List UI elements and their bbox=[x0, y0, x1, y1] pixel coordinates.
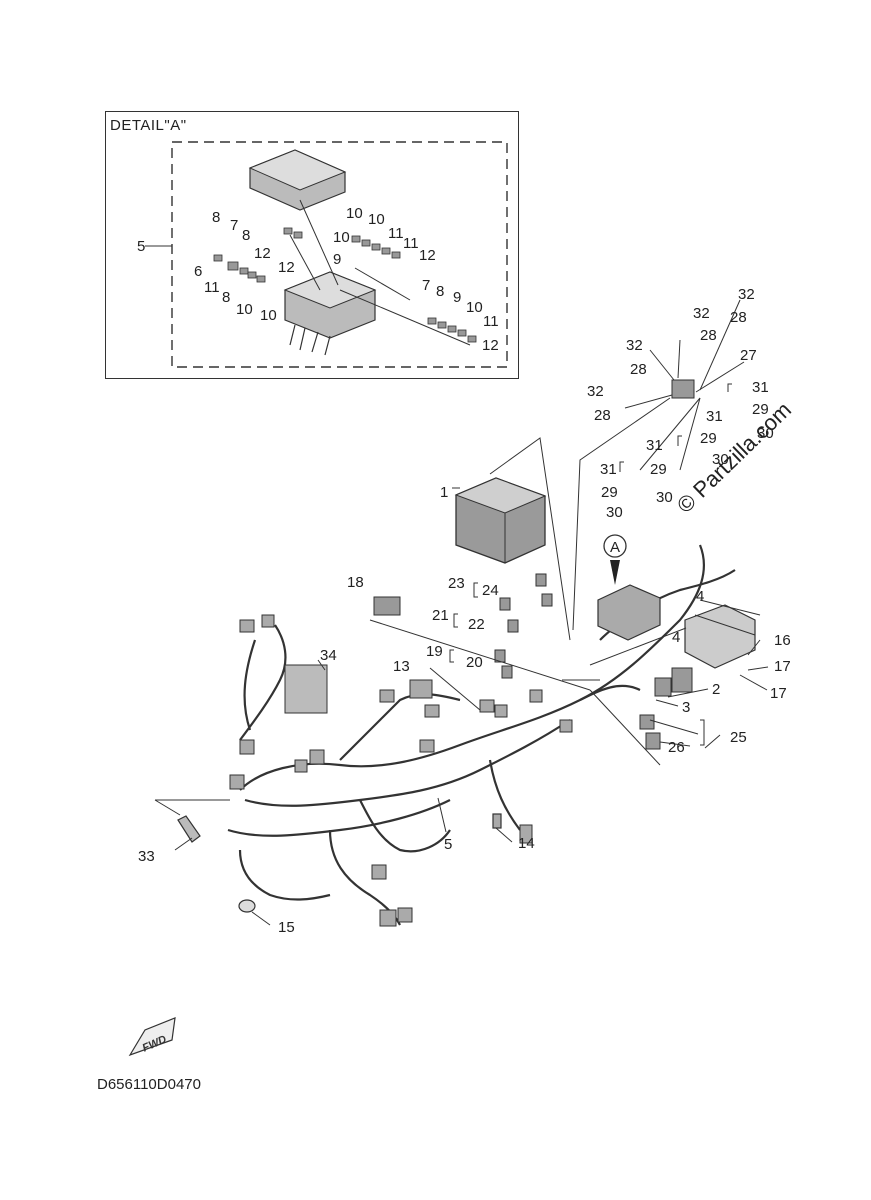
callout-label: 23 bbox=[448, 575, 465, 592]
callout-label: 5 bbox=[137, 238, 145, 255]
callout-label: 18 bbox=[347, 574, 364, 591]
callout-label: 33 bbox=[138, 848, 155, 865]
detail-a-title: DETAIL"A" bbox=[110, 117, 187, 134]
callout-label: 1 bbox=[440, 484, 448, 501]
callout-label: 28 bbox=[700, 327, 717, 344]
callout-label: 32 bbox=[693, 305, 710, 322]
callout-label: 28 bbox=[594, 407, 611, 424]
callout-label: 4 bbox=[672, 629, 680, 646]
callout-label: 30 bbox=[656, 489, 673, 506]
fuse-group-right bbox=[427, 317, 477, 343]
callout-label: 6 bbox=[194, 263, 202, 280]
detail-a-leader-lines bbox=[145, 199, 471, 346]
battery-drawing bbox=[454, 477, 547, 564]
callout-label: 34 bbox=[320, 647, 337, 664]
callout-label: 5 bbox=[444, 836, 452, 853]
callout-label: 16 bbox=[774, 632, 791, 649]
callout-label: 9 bbox=[453, 289, 461, 306]
misc-parts bbox=[128, 813, 502, 1057]
callout-label: 32 bbox=[587, 383, 604, 400]
callout-label: 8 bbox=[222, 289, 230, 306]
callout-label: 10 bbox=[346, 205, 363, 222]
ecu-drawing bbox=[684, 604, 756, 669]
callout-label: 7 bbox=[422, 277, 430, 294]
detail-a-marker-circle bbox=[603, 534, 627, 558]
callout-label: 26 bbox=[668, 739, 685, 756]
callout-label: 8 bbox=[436, 283, 444, 300]
bracket-marks bbox=[449, 383, 732, 746]
detail-a-dashed-frame bbox=[171, 141, 508, 368]
detail-a-marker-label: A bbox=[610, 539, 620, 556]
harness-connectors bbox=[229, 614, 573, 927]
callout-label: 30 bbox=[712, 451, 729, 468]
callout-label: 17 bbox=[770, 685, 787, 702]
callout-label: 2 bbox=[712, 681, 720, 698]
callout-label: 31 bbox=[600, 461, 617, 478]
callout-label: 28 bbox=[730, 309, 747, 326]
callout-label: 31 bbox=[752, 379, 769, 396]
callout-label: 25 bbox=[730, 729, 747, 746]
callout-label: 12 bbox=[419, 247, 436, 264]
callout-label: 11 bbox=[403, 235, 419, 252]
callout-label: 17 bbox=[774, 658, 791, 675]
callout-label: 12 bbox=[278, 259, 295, 276]
callout-label: 32 bbox=[738, 286, 755, 303]
diagram-code: D656110D0470 bbox=[97, 1076, 201, 1093]
callout-label: 8 bbox=[212, 209, 220, 226]
callout-label: 10 bbox=[466, 299, 483, 316]
callout-label: 10 bbox=[260, 307, 277, 324]
detail-a-arrow bbox=[610, 560, 620, 585]
callout-label: 10 bbox=[333, 229, 350, 246]
callout-label: 11 bbox=[204, 279, 220, 296]
callout-label: 12 bbox=[482, 337, 499, 354]
callout-label: 24 bbox=[482, 582, 499, 599]
callout-label: 11 bbox=[388, 225, 404, 242]
callout-label: 15 bbox=[278, 919, 295, 936]
fuse-box-lid-drawing bbox=[248, 149, 347, 211]
detail-a-frame bbox=[105, 111, 519, 379]
callout-label: 8 bbox=[242, 227, 250, 244]
callout-label: 29 bbox=[601, 484, 618, 501]
callout-label: 12 bbox=[254, 245, 271, 262]
callout-label: 29 bbox=[752, 401, 769, 418]
callout-label: 7 bbox=[230, 217, 238, 234]
callout-label: 9 bbox=[333, 251, 341, 268]
callout-label: 19 bbox=[426, 643, 443, 660]
callout-label: 14 bbox=[518, 835, 535, 852]
callout-label: 29 bbox=[650, 461, 667, 478]
callout-label: 31 bbox=[646, 437, 663, 454]
callout-label: 11 bbox=[483, 313, 499, 330]
callout-label: 20 bbox=[466, 654, 483, 671]
fuse-group-middle bbox=[351, 235, 401, 259]
callout-label: 13 bbox=[393, 658, 410, 675]
callout-label: 30 bbox=[757, 425, 774, 442]
callout-label: 28 bbox=[630, 361, 647, 378]
callout-label: 3 bbox=[682, 699, 690, 716]
callout-label: 31 bbox=[706, 408, 723, 425]
callout-label: 27 bbox=[740, 347, 757, 364]
callout-label: 10 bbox=[368, 211, 385, 228]
callout-label: 22 bbox=[468, 616, 485, 633]
callout-label: 10 bbox=[236, 301, 253, 318]
callout-label: 21 bbox=[432, 607, 449, 624]
fuse-group-left bbox=[213, 227, 303, 283]
callout-label: 29 bbox=[700, 430, 717, 447]
callout-label: 32 bbox=[626, 337, 643, 354]
fuse-box-installed bbox=[597, 584, 661, 641]
callout-label: 30 bbox=[606, 504, 623, 521]
fuse-box-body-drawing bbox=[283, 271, 377, 356]
callout-label: 4 bbox=[696, 588, 704, 605]
main-leader-lines bbox=[154, 299, 769, 926]
relay-drawings bbox=[373, 379, 695, 750]
